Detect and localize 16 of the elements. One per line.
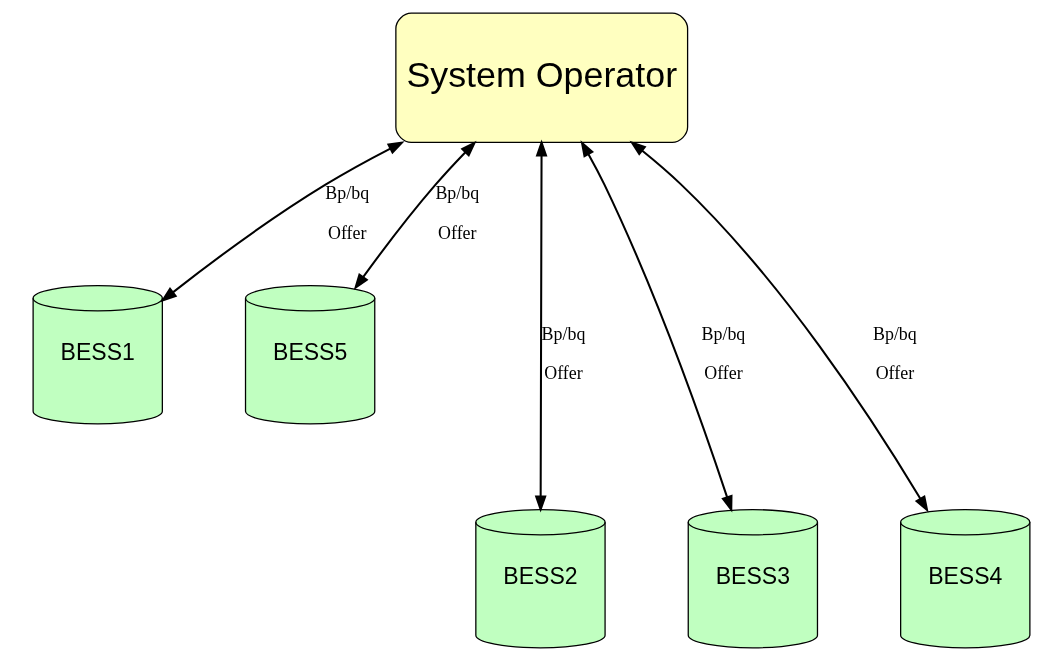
- arrow: [159, 141, 405, 303]
- edge-label: Offer: [437, 222, 477, 243]
- arrow: [534, 139, 547, 513]
- node-box: System Operator: [394, 12, 688, 144]
- arrow: [580, 140, 732, 513]
- edge-label: Offer: [875, 363, 914, 384]
- edge-label: Offer: [543, 363, 583, 384]
- edge-label: Bp/bq: [434, 182, 479, 203]
- edge-label: Bp/bq: [541, 323, 585, 344]
- edge-label: Bp/bq: [701, 323, 745, 344]
- edge-label: Bp/bq: [872, 323, 917, 344]
- edge-label: Bp/bq: [324, 182, 369, 203]
- edge-label: Offer: [327, 222, 366, 243]
- edge-label: Offer: [703, 363, 743, 384]
- arrow: [629, 140, 929, 513]
- arrow: [353, 140, 477, 291]
